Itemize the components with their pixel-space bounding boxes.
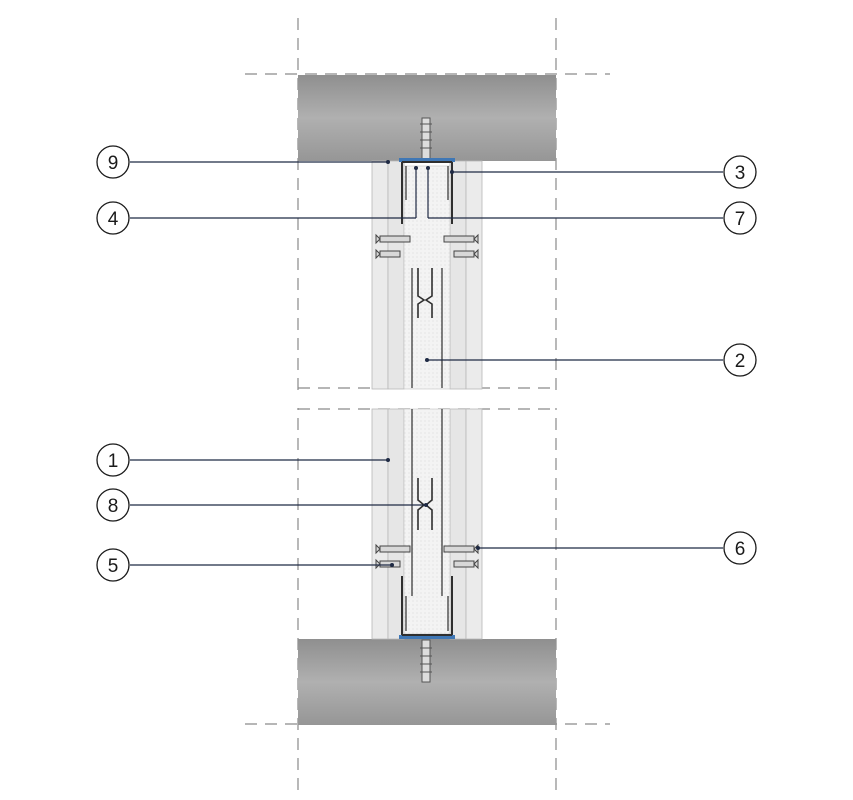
wall-lower <box>371 408 483 640</box>
callout-1-label: 1 <box>108 451 119 472</box>
callout-5-label: 5 <box>108 556 119 577</box>
wall-upper <box>371 160 483 390</box>
callout-8: 8 <box>96 488 130 522</box>
stud-profile <box>411 268 443 596</box>
callout-8-label: 8 <box>108 496 119 517</box>
callout-4-label: 4 <box>108 209 119 230</box>
callout-5: 5 <box>96 548 130 582</box>
callout-4: 4 <box>96 201 130 235</box>
callout-7: 7 <box>723 201 757 235</box>
slab-anchor-top <box>420 117 432 161</box>
callout-2: 2 <box>723 343 757 377</box>
bottom-track <box>399 576 455 639</box>
callout-7-label: 7 <box>735 209 746 230</box>
break-gap <box>290 390 564 408</box>
callout-3: 3 <box>723 155 757 189</box>
callout-9-label: 9 <box>108 153 119 174</box>
slab-anchor-bottom <box>420 639 432 683</box>
callout-3-label: 3 <box>735 163 746 184</box>
leader-lines <box>130 161 723 566</box>
leader-dots <box>386 160 480 567</box>
callout-1: 1 <box>96 443 130 477</box>
screws <box>375 233 479 570</box>
callout-6: 6 <box>723 531 757 565</box>
callout-2-label: 2 <box>735 351 746 372</box>
callout-9: 9 <box>96 145 130 179</box>
callout-6-label: 6 <box>735 539 746 560</box>
